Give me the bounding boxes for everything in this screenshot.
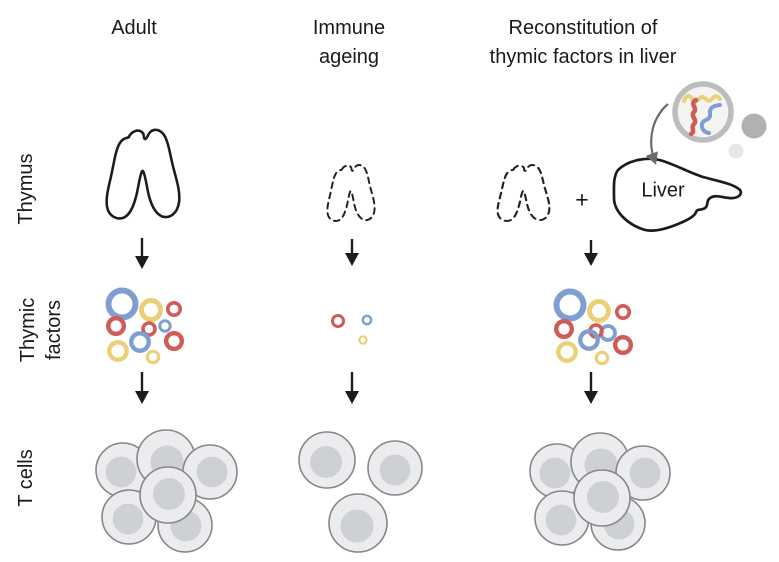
column-header-line: Immune <box>312 17 386 39</box>
t-cell-nucleus <box>153 478 185 510</box>
liver-drawing <box>612 157 743 232</box>
factor-ring-yellow <box>556 341 578 363</box>
plus-sign: + <box>575 186 589 213</box>
factor-ring-yellow <box>107 340 129 362</box>
column-header-line: ageing <box>318 46 380 68</box>
thymus-adult-drawing <box>105 128 181 220</box>
t-cell <box>298 431 356 489</box>
liver-label: Liver <box>641 179 685 202</box>
factor-ring-red <box>141 321 157 337</box>
thought-dot-large <box>741 113 767 139</box>
t-cell <box>529 443 585 499</box>
factor-ring-red <box>166 300 183 317</box>
factor-ring-red <box>163 331 184 352</box>
thymus-ageing-drawing <box>326 164 376 222</box>
factor-ring-blue <box>578 329 600 351</box>
t-cell <box>328 493 388 553</box>
row-label-text: Thymic <box>17 297 39 363</box>
thymic-factors-ageing <box>331 314 373 345</box>
thought-dot-small <box>728 143 744 159</box>
factor-ring-blue <box>129 331 151 353</box>
t-cell-nucleus <box>112 503 144 535</box>
column-header-line: thymic factors in liver <box>489 46 677 68</box>
factor-ring-yellow <box>139 298 163 322</box>
t-cells-ageing <box>298 431 423 553</box>
factor-ring-yellow <box>594 350 610 366</box>
t-cell-nucleus <box>340 509 374 543</box>
thymic-factors-adult <box>105 287 184 365</box>
row-label-thymic-factors: Thymic factors <box>15 298 67 362</box>
t-cell-nucleus <box>196 456 228 488</box>
t-cell-nucleus <box>539 457 571 489</box>
thymus-reconstitution-drawing <box>496 164 551 222</box>
factor-ring-blue <box>105 287 139 321</box>
column-header-line: Reconstitution of <box>508 17 658 39</box>
factor-ring-red <box>331 314 345 328</box>
factor-ring-red <box>105 316 126 337</box>
column-header-reconstitution: Reconstitution of thymic factors in live… <box>490 14 677 72</box>
column-header-adult: Adult <box>111 14 157 43</box>
t-cells-reconstitution <box>529 432 671 551</box>
t-cell <box>101 489 157 545</box>
column-header-immune-ageing: Immune ageing <box>313 14 385 72</box>
factor-ring-yellow <box>358 335 368 345</box>
factor-ring-blue <box>553 288 587 322</box>
factor-ring-red <box>614 303 631 320</box>
column-header-line: Adult <box>111 17 157 39</box>
row-label-thymus: Thymus <box>13 153 39 224</box>
bubble-to-liver-arrow <box>645 103 669 165</box>
t-cell-nucleus <box>105 456 137 488</box>
mrna-bubble <box>672 81 734 143</box>
flow-arrows <box>135 238 598 404</box>
t-cell <box>367 440 423 496</box>
t-cell-nucleus <box>379 454 411 486</box>
thymic-factors-reconstitution <box>553 288 634 366</box>
row-label-text: T cells <box>15 449 37 507</box>
t-cells-adult <box>95 429 238 553</box>
rna-strand-yellow <box>682 94 722 104</box>
t-cell <box>573 469 631 527</box>
t-cell-nucleus <box>629 457 661 489</box>
t-cell <box>139 466 197 524</box>
rna-strand-blue <box>699 103 722 135</box>
factor-ring-blue <box>361 314 373 326</box>
factor-ring-red <box>554 319 575 340</box>
row-label-t-cells: T cells <box>13 449 39 506</box>
row-label-text: Thymus <box>15 153 37 225</box>
factor-ring-yellow <box>587 299 611 323</box>
factor-ring-red <box>613 335 634 356</box>
factor-ring-blue <box>158 319 172 333</box>
row-label-text: factors <box>43 299 65 361</box>
t-cell-nucleus <box>310 446 342 478</box>
t-cell <box>615 445 671 501</box>
t-cell-nucleus <box>545 504 577 536</box>
rna-strand-red <box>688 97 699 137</box>
t-cell-nucleus <box>587 481 619 513</box>
factor-ring-yellow <box>145 349 161 365</box>
